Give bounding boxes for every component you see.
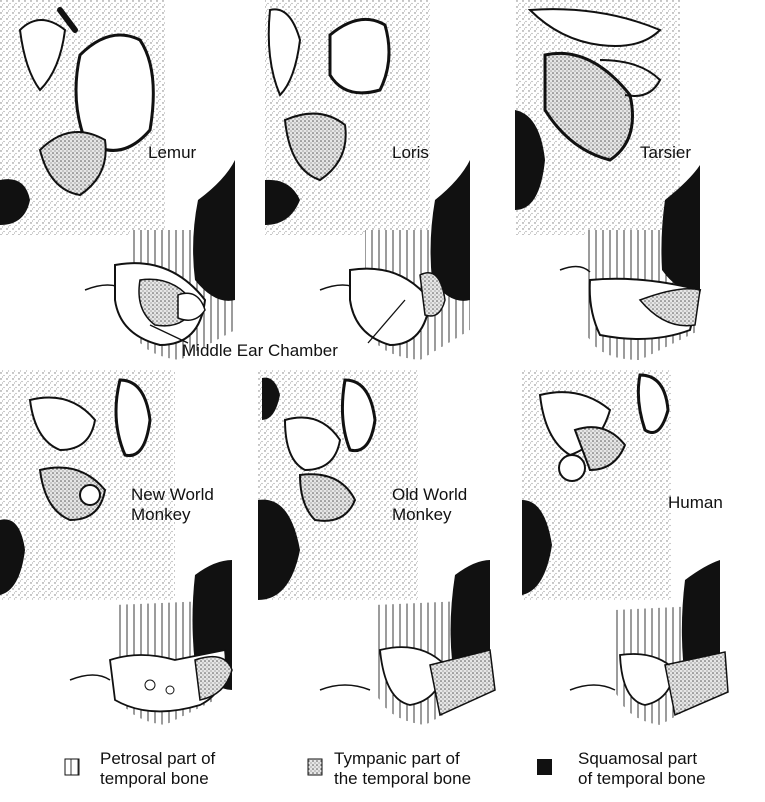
label-human: Human [668, 493, 723, 513]
loris-skull-drawing [265, 0, 430, 235]
legend-tympanic-label: Tympanic part of the temporal bone [334, 749, 471, 789]
lemur-skull-drawing [0, 0, 165, 235]
legend-tympanic-swatch [308, 759, 322, 775]
legend-squamosal-swatch [537, 759, 552, 775]
human-skull-drawing [522, 370, 672, 600]
legend-squamosal-label: Squamosal part of temporal bone [578, 749, 706, 789]
tarsier-skull-drawing [515, 0, 680, 235]
label-middle-ear-chamber: Middle Ear Chamber [182, 341, 338, 361]
legend-petrosal-label: Petrosal part of temporal bone [100, 749, 215, 789]
label-lemur: Lemur [148, 143, 196, 163]
legend-petrosal-swatch [65, 759, 79, 775]
label-tarsier: Tarsier [640, 143, 691, 163]
label-loris: Loris [392, 143, 429, 163]
label-old-world-monkey: Old World Monkey [392, 485, 467, 525]
label-new-world-monkey: New World Monkey [131, 485, 214, 525]
